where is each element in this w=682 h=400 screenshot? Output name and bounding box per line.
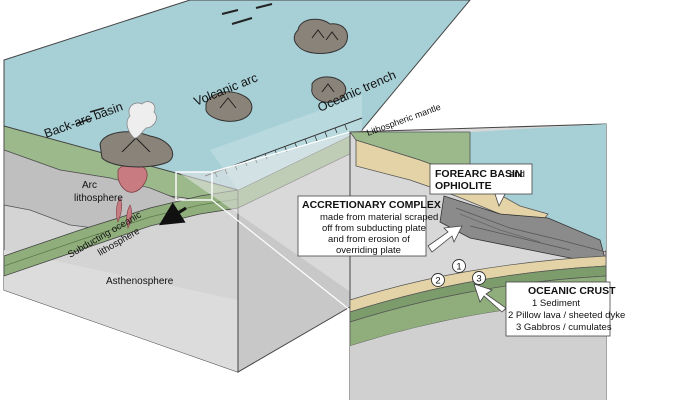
island xyxy=(205,91,253,122)
volcanic-islands xyxy=(99,18,348,168)
oceanic-crust-item: 2 Pillow lava / sheeted dyke xyxy=(508,310,625,321)
subduction-direction-arrow xyxy=(158,202,187,226)
zoom-box xyxy=(175,171,213,201)
marker-2: 2 xyxy=(435,276,440,287)
oceanic-crust-item: 1 Sediment xyxy=(532,298,580,309)
marker-1: 1 xyxy=(456,262,461,273)
accretionary-line: off from subducting plate xyxy=(322,223,426,234)
block-front-face xyxy=(3,125,239,373)
marker-3: 3 xyxy=(476,274,481,285)
label-arc: Arc xyxy=(82,180,97,191)
oceanic-crust-pointer-arrow xyxy=(473,283,507,313)
accretionary-callout: ACCRETIONARY COMPLEX made from material … xyxy=(297,195,463,257)
label-asthenosphere: Asthenosphere xyxy=(106,276,174,287)
oceanic-crust-title: OCEANIC CRUST xyxy=(528,285,616,297)
island xyxy=(293,18,348,54)
forearc-connector: and xyxy=(509,169,525,180)
island xyxy=(311,76,347,103)
accretionary-title: ACCRETIONARY COMPLEX xyxy=(302,199,441,211)
accretionary-line: made from material scraped xyxy=(320,212,438,223)
label-lithosphere: lithosphere xyxy=(74,193,123,204)
oceanic-crust-item: 3 Gabbros / cumulates xyxy=(516,322,612,333)
accretionary-pointer-arrow xyxy=(427,225,463,253)
layer-markers: 1 2 3 xyxy=(431,259,486,287)
forearc-title-2: OPHIOLITE xyxy=(435,180,492,192)
accretionary-line: overriding plate xyxy=(336,245,401,256)
oceanic-crust-callout: OCEANIC CRUST 1 Sediment 2 Pillow lava /… xyxy=(473,281,625,337)
forearc-title-1: FOREARC BASIN xyxy=(435,168,523,180)
accretionary-line: and from erosion of xyxy=(328,234,410,245)
eruption-plume xyxy=(126,101,157,139)
active-volcano xyxy=(99,131,173,168)
zoom-connector xyxy=(175,130,362,311)
forearc-callout: FOREARC BASIN and OPHIOLITE xyxy=(429,163,533,208)
